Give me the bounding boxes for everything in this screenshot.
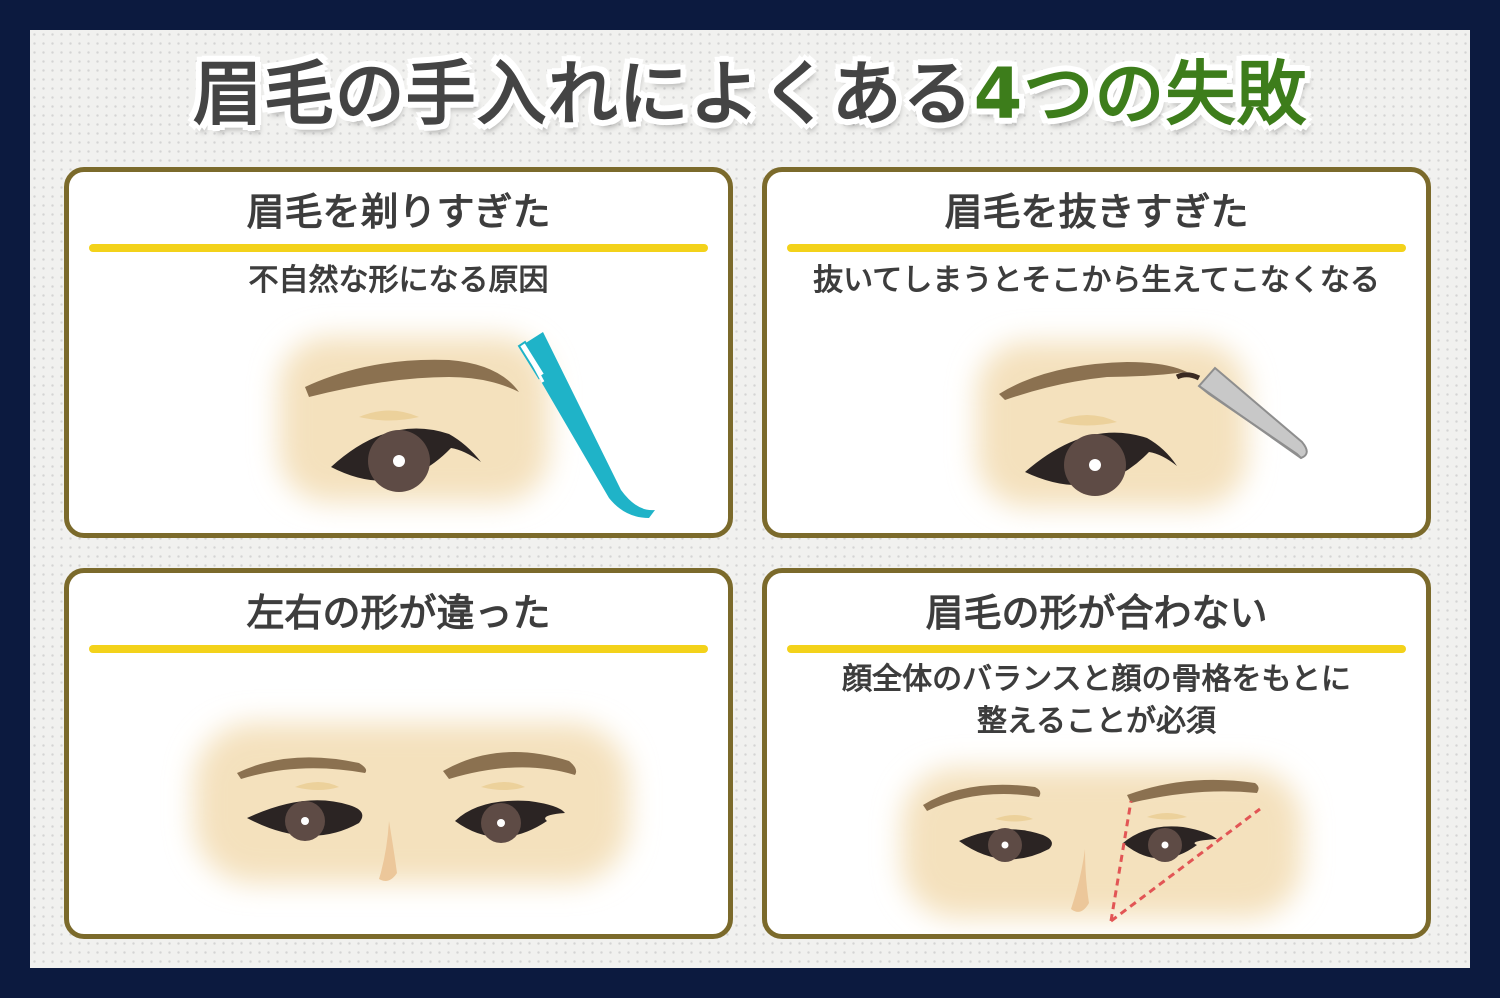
subtitle-line-1: 顔全体のバランスと顔の骨格をもとに bbox=[842, 662, 1351, 697]
eye-highlight bbox=[301, 817, 309, 825]
panel-asymmetric: 左右の形が違った bbox=[64, 568, 733, 939]
eye-highlight bbox=[1089, 459, 1101, 471]
panel-subtitle: 抜いてしまうとそこから生えてこなくなる bbox=[813, 263, 1380, 298]
plucked-hair bbox=[1175, 372, 1201, 381]
panel-subtitle: 不自然な形になる原因 bbox=[248, 263, 549, 298]
eyebrow bbox=[305, 359, 519, 397]
panel-shape-mismatch: 眉毛の形が合わない 顔全体のバランスと顔の骨格をもとに 整えることが必須 bbox=[762, 568, 1431, 939]
title-underline bbox=[89, 645, 708, 653]
eye-highlight bbox=[1001, 841, 1009, 849]
eyelid-shadow bbox=[295, 782, 339, 790]
right-eyebrow bbox=[443, 752, 577, 779]
nose bbox=[1071, 849, 1089, 912]
guide-lines-icon bbox=[1109, 800, 1261, 923]
title-underline bbox=[787, 645, 1406, 653]
eyelid-shadow bbox=[1057, 415, 1117, 426]
subtitle-line-2: 整えることが必須 bbox=[976, 704, 1217, 739]
face-illustration-asymmetric bbox=[194, 723, 629, 883]
eyelid-shadow bbox=[995, 815, 1033, 822]
tweezers-icon bbox=[1197, 366, 1308, 460]
left-eyebrow bbox=[923, 784, 1041, 811]
face-illustration-mismatch bbox=[902, 768, 1302, 923]
razor-icon bbox=[517, 332, 655, 518]
panel-title: 左右の形が違った bbox=[246, 591, 551, 635]
panel-title: 眉毛の形が合わない bbox=[925, 591, 1268, 635]
page-title: 眉毛の手入れによくある4つの失敗 bbox=[0, 44, 1500, 144]
panel-over-plucked: 眉毛を抜きすぎた 抜いてしまうとそこから生えてこなくなる bbox=[762, 167, 1431, 538]
title-underline bbox=[787, 244, 1406, 252]
eyelid-shadow bbox=[359, 410, 419, 421]
face-illustration-shaved bbox=[279, 332, 655, 518]
title-main: 眉毛の手入れによくある bbox=[192, 53, 974, 135]
skin-patch bbox=[194, 723, 629, 883]
skin-patch bbox=[902, 768, 1302, 918]
title-underline bbox=[89, 244, 708, 252]
right-eyebrow bbox=[1127, 779, 1259, 803]
eyebrow bbox=[999, 362, 1187, 400]
left-eyebrow bbox=[237, 757, 367, 779]
panel-over-shaved: 眉毛を剃りすぎた 不自然な形になる原因 bbox=[64, 167, 733, 538]
panel-title: 眉毛を剃りすぎた bbox=[246, 190, 551, 234]
nose bbox=[379, 821, 397, 881]
face-illustration-plucked bbox=[977, 342, 1308, 507]
eyelid-shadow bbox=[481, 782, 525, 790]
eye-highlight bbox=[393, 455, 405, 467]
eye-highlight bbox=[497, 819, 505, 827]
eye-highlight bbox=[1161, 841, 1169, 849]
panel-subtitle: 顔全体のバランスと顔の骨格をもとに 整えることが必須 bbox=[767, 659, 1426, 743]
title-accent: 4つの失敗 bbox=[973, 53, 1308, 135]
eyelid-shadow bbox=[1147, 813, 1187, 820]
panel-title: 眉毛を抜きすぎた bbox=[944, 190, 1249, 234]
